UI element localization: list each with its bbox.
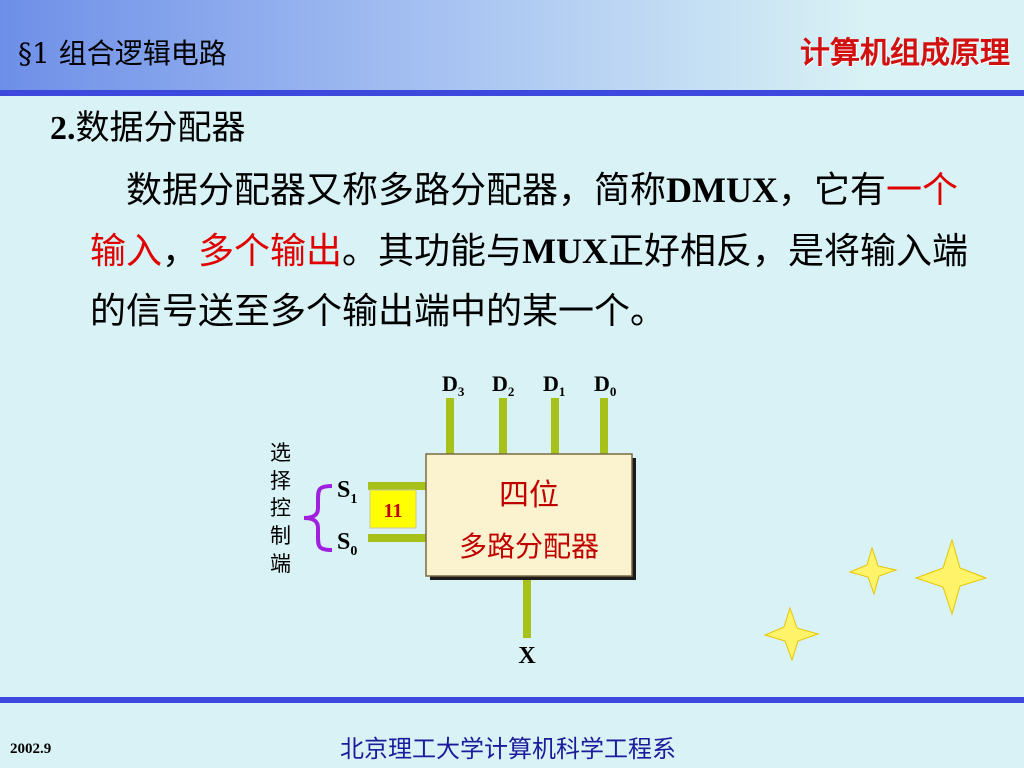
para-highlight-multi-output: 多个输出 [198, 231, 343, 272]
select-value: 11 [384, 500, 403, 522]
select-control-label: 选 择 控 制 端 [270, 441, 291, 576]
para-term-mux: MUX [522, 231, 609, 271]
svg-text:制: 制 [270, 524, 291, 548]
input-label-x: X [518, 643, 536, 669]
top-divider [0, 90, 1024, 96]
dmux-block-subtitle: 多路分配器 [459, 530, 599, 563]
dmux-block-title: 四位 [499, 478, 559, 513]
output-wire-d3 [446, 398, 454, 456]
svg-text:择: 择 [270, 469, 291, 493]
para-text-5: 正好相反，是将输入端的信号送至多个输出端中的某一个。 [90, 231, 969, 332]
footer-org: 北京理工大学计算机科学工程系 [340, 735, 676, 763]
para-term-dmux: DMUX [666, 170, 778, 210]
select-wire-s0 [368, 534, 430, 542]
output-wire-d2 [499, 398, 507, 456]
select-wire-s1 [368, 482, 430, 490]
section-title: §1 组合逻辑电路 [18, 37, 227, 70]
slide-heading: 2.数据分配器 [50, 100, 246, 149]
output-label-d0: D0 [594, 371, 616, 399]
sparkle-stars-icon [763, 538, 988, 662]
select-value-box [369, 489, 417, 529]
heading-text: 数据分配器 [75, 108, 246, 148]
output-label-d3: D3 [442, 371, 465, 399]
select-brace [303, 484, 333, 552]
header-band [0, 0, 1024, 92]
output-wire-d0 [600, 398, 608, 456]
output-label-d1: D1 [543, 371, 565, 399]
output-wire-d1 [551, 398, 559, 456]
input-wire-x [523, 578, 531, 638]
output-label-d2: D2 [492, 371, 514, 399]
para-text-1: 数据分配器又称多路分配器，简称 [126, 170, 667, 211]
footer-date: 2002.9 [10, 741, 52, 757]
svg-text:端: 端 [270, 552, 291, 576]
select-label-s0: S0 [337, 529, 357, 559]
svg-text:控: 控 [270, 496, 291, 520]
para-text-3: ， [162, 231, 199, 272]
svg-text:选: 选 [270, 441, 291, 465]
para-text-2: ，它有 [778, 170, 887, 211]
bottom-divider [0, 697, 1024, 703]
heading-number: 2. [50, 110, 76, 147]
course-title: 计算机组成原理 [800, 36, 1010, 71]
para-text-4: 。其功能与 [342, 231, 523, 272]
body-paragraph: 数据分配器又称多路分配器，简称DMUX，它有一个输入，多个输出。其功能与MUX正… [90, 160, 985, 342]
dmux-block [425, 453, 633, 577]
para-highlight-one-input: 一个输入 [90, 170, 959, 272]
select-label-s1: S1 [337, 477, 357, 507]
